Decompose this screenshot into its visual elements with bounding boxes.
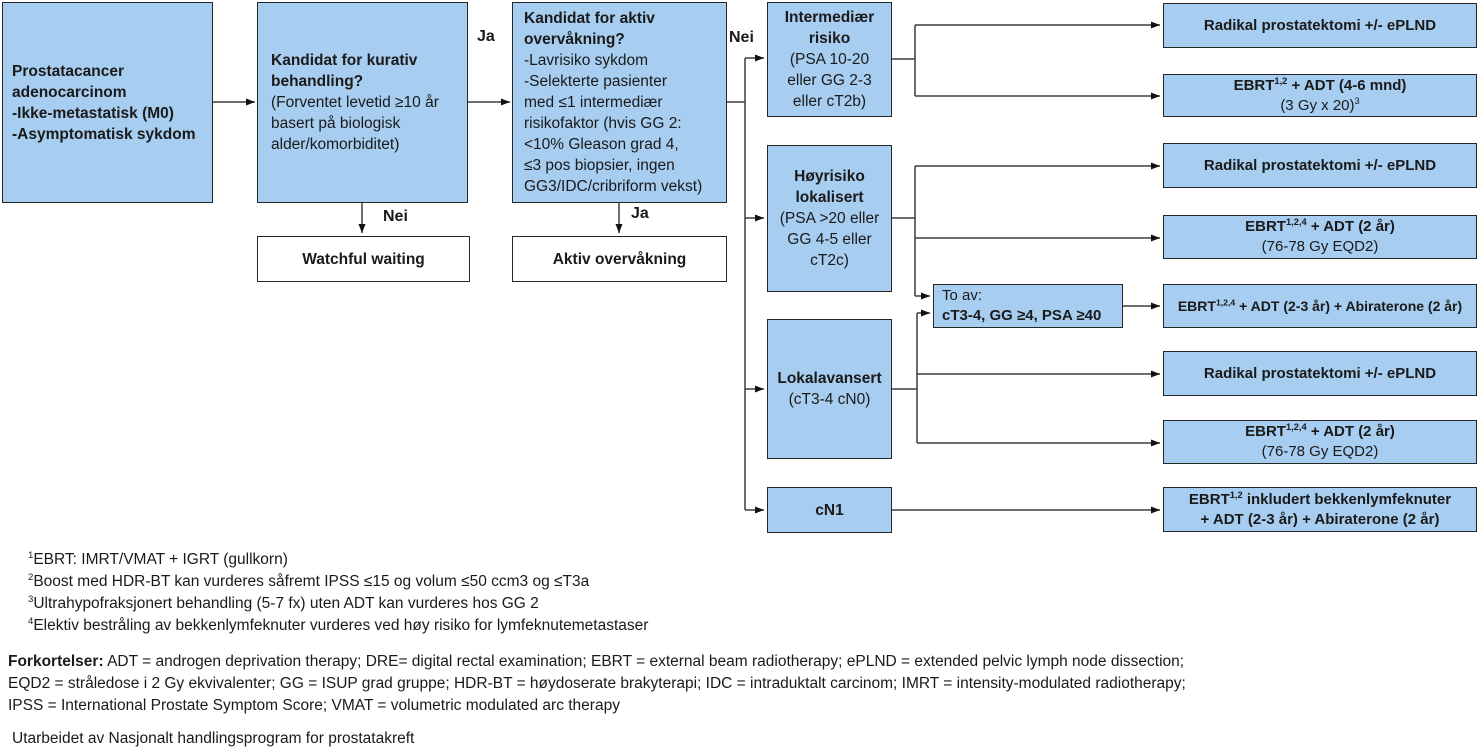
- node-title: EBRT1,2 + ADT (4-6 mnd): [1233, 75, 1407, 94]
- node-radical-prostatectomy-3: Radikal prostatektomi +/- ePLND: [1163, 351, 1477, 396]
- node-active-surveillance-question: Kandidat for aktiv overvåkning? -Lavrisi…: [512, 2, 727, 203]
- node-title: cN1: [815, 501, 844, 519]
- node-title: EBRT1,2,4 + ADT (2 år): [1245, 422, 1395, 440]
- node-title: Prostatacancer adenocarcinom -Ikke-metas…: [12, 62, 196, 143]
- node-body: (76-78 Gy EQD2): [1261, 443, 1379, 460]
- node-ebrt-adt-abiraterone: EBRT1,2,4 + ADT (2-3 år) + Abiraterone (…: [1163, 284, 1477, 328]
- node-title: Høyrisiko lokalisert: [794, 168, 865, 206]
- node-title: To av:: [942, 287, 983, 304]
- node-title: Aktiv overvåkning: [552, 250, 687, 268]
- abbreviations-block: Forkortelser: ADT = androgen deprivation…: [8, 651, 1472, 717]
- node-body: -Lavrisiko sykdom -Selekterte pasienter …: [524, 52, 703, 195]
- node-curative-question: Kandidat for kurativ behandling? (Forven…: [257, 2, 468, 203]
- footnotes-block: 1EBRT: IMRT/VMAT + IGRT (gullkorn) 2Boos…: [28, 549, 648, 637]
- node-intermediate-risk: Intermediær risiko (PSA 10-20 eller GG 2…: [767, 2, 892, 117]
- node-body: + ADT (2-3 år) + Abiraterone (2 år): [1200, 510, 1440, 528]
- footnote-2: 2Boost med HDR-BT kan vurderes såfremt I…: [28, 571, 590, 590]
- node-ebrt-pelvic-nodes: EBRT1,2 inkludert bekkenlymfeknuter + AD…: [1163, 487, 1477, 532]
- node-body: (PSA >20 eller GG 4-5 eller cT2c): [779, 210, 880, 269]
- footnote-3: 3Ultrahypofraksjonert behandling (5-7 fx…: [28, 593, 539, 612]
- node-title: Radikal prostatektomi +/- ePLND: [1203, 156, 1437, 174]
- footnote-1: 1EBRT: IMRT/VMAT + IGRT (gullkorn): [28, 549, 288, 568]
- node-ebrt-adt-2yr-2: EBRT1,2,4 + ADT (2 år) (76-78 Gy EQD2): [1163, 420, 1477, 464]
- node-body: (3 Gy x 20)3: [1280, 95, 1360, 114]
- edge-label-nei-down: Nei: [383, 208, 408, 225]
- node-active-surveillance: Aktiv overvåkning: [512, 236, 727, 282]
- edge-label-ja-down: Ja: [631, 205, 649, 222]
- node-locally-advanced: Lokalavansert (cT3-4 cN0): [767, 319, 892, 459]
- node-two-of-criteria: To av: cT3-4, GG ≥4, PSA ≥40: [933, 284, 1123, 328]
- node-body: (PSA 10-20 eller GG 2-3 eller cT2b): [787, 51, 872, 110]
- credit-line: Utarbeidet av Nasjonalt handlingsprogram…: [12, 730, 415, 747]
- abbreviations-label: Forkortelser:: [8, 653, 104, 670]
- footnote-4: 4Elektiv bestråling av bekkenlymfeknuter…: [28, 615, 649, 634]
- node-title: Kandidat for aktiv overvåkning?: [524, 10, 655, 48]
- node-body: (76-78 Gy EQD2): [1261, 238, 1379, 255]
- node-title: EBRT1,2 inkludert bekkenlymfeknuter: [1188, 489, 1452, 508]
- node-high-risk-localized: Høyrisiko lokalisert (PSA >20 eller GG 4…: [767, 145, 892, 292]
- node-body: (Forventet levetid ≥10 år basert på biol…: [271, 94, 439, 153]
- abbreviations-text: ADT = androgen deprivation therapy; DRE=…: [8, 653, 1186, 714]
- node-watchful-waiting: Watchful waiting: [257, 236, 470, 282]
- edge-label-ja-top: Ja: [477, 28, 495, 45]
- node-title: Watchful waiting: [302, 250, 425, 268]
- node-body: (cT3-4 cN0): [788, 391, 871, 408]
- edge-label-nei-right: Nei: [729, 29, 754, 46]
- node-ebrt-adt-2yr-1: EBRT1,2,4 + ADT (2 år) (76-78 Gy EQD2): [1163, 215, 1477, 259]
- node-body: cT3-4, GG ≥4, PSA ≥40: [942, 307, 1102, 324]
- node-title: Radikal prostatektomi +/- ePLND: [1203, 364, 1437, 382]
- node-radical-prostatectomy-2: Radikal prostatektomi +/- ePLND: [1163, 143, 1477, 188]
- node-start: Prostatacancer adenocarcinom -Ikke-metas…: [2, 2, 213, 203]
- node-title: Kandidat for kurativ behandling?: [271, 52, 418, 90]
- node-title: Lokalavansert: [777, 370, 882, 387]
- node-title: EBRT1,2,4 + ADT (2-3 år) + Abiraterone (…: [1177, 297, 1463, 314]
- node-ebrt-adt-4-6mnd: EBRT1,2 + ADT (4-6 mnd) (3 Gy x 20)3: [1163, 74, 1477, 117]
- node-radical-prostatectomy-1: Radikal prostatektomi +/- ePLND: [1163, 3, 1477, 48]
- node-title: Radikal prostatektomi +/- ePLND: [1203, 16, 1437, 34]
- node-cn1: cN1: [767, 487, 892, 533]
- node-title: EBRT1,2,4 + ADT (2 år): [1245, 217, 1395, 235]
- node-title: Intermediær risiko: [784, 9, 875, 47]
